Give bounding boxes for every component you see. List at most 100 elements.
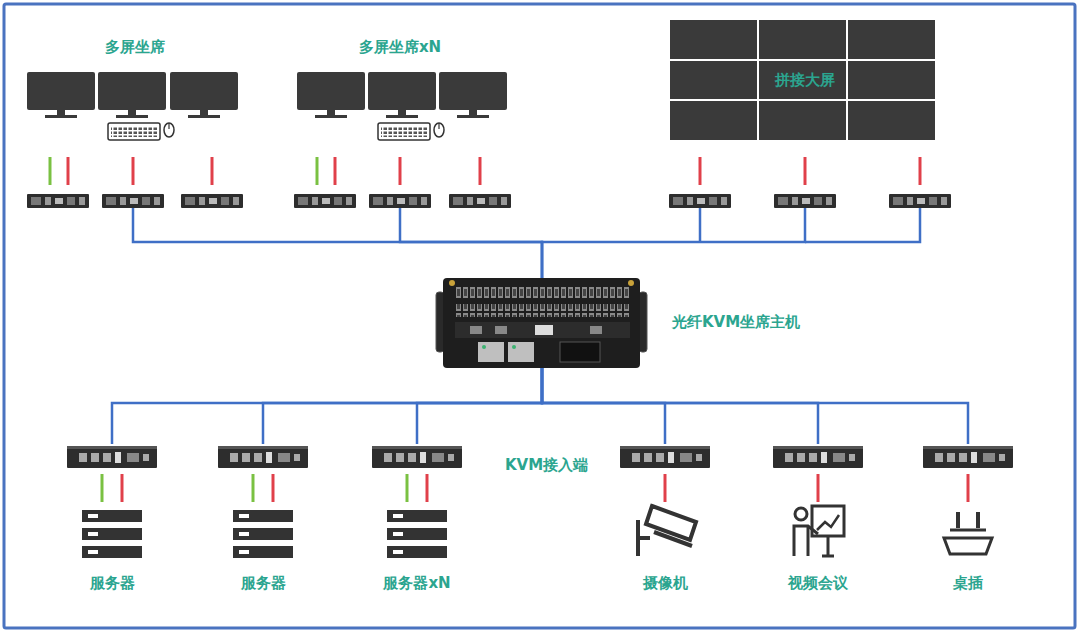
- fiber-port-row: [455, 286, 630, 299]
- fiber-link: [542, 368, 968, 444]
- server-icon: [82, 510, 142, 558]
- video-cable: [121, 474, 124, 502]
- wall-panel: [759, 20, 846, 59]
- kvm-receiver: [102, 194, 164, 208]
- power-supply: [508, 342, 534, 362]
- kvm-transmitter: [620, 446, 710, 468]
- kvm-receiver: [27, 194, 89, 208]
- fiber-link: [542, 368, 665, 444]
- camera-arm: [638, 536, 650, 540]
- fiber-port-row: [455, 304, 630, 317]
- monitor-icon: [98, 72, 166, 118]
- board-stand: [822, 536, 834, 556]
- chassis-screw: [628, 280, 634, 286]
- video-cable: [426, 474, 429, 502]
- video-cable: [272, 474, 275, 502]
- camera-body: [646, 506, 696, 540]
- node-label: 多屏坐席: [20, 38, 250, 56]
- video-cable: [967, 474, 970, 502]
- control-strip: [455, 322, 630, 338]
- conference-endpoint: 视频会议: [753, 444, 883, 596]
- video-cable: [699, 157, 702, 185]
- kvm-transmitter: [372, 446, 462, 468]
- monitor-icon: [297, 72, 365, 118]
- chassis-screw: [449, 280, 455, 286]
- video-cable: [132, 157, 135, 185]
- board-chart: [817, 515, 839, 530]
- kvm-transmitter: [218, 446, 308, 468]
- monitor-icon: [170, 72, 238, 118]
- keyboard-icon: [108, 123, 160, 140]
- wall-panel: [670, 61, 757, 99]
- seat-group: 多屏坐席: [20, 36, 250, 208]
- video-cable: [479, 157, 482, 185]
- node-label: 光纤KVM坐席主机: [672, 313, 816, 331]
- video-cable: [211, 157, 214, 185]
- power-led: [512, 345, 516, 349]
- usb-cable: [406, 474, 409, 502]
- node-label: 多屏坐席xN: [285, 38, 515, 56]
- kvm-transmitter: [773, 446, 863, 468]
- fiber-link: [133, 208, 542, 278]
- fiber-link: [112, 368, 542, 444]
- chassis-body: [443, 278, 640, 368]
- kvm-receiver: [294, 194, 356, 208]
- video-cable: [919, 157, 922, 185]
- socket-endpoint: 桌插: [903, 444, 1033, 596]
- monitor-icon: [368, 72, 436, 118]
- wall-panel: [670, 20, 757, 59]
- fiber-link: [417, 368, 542, 444]
- presenter-body: [794, 526, 818, 556]
- video-cable: [67, 157, 70, 185]
- socket-plate: [950, 529, 986, 532]
- node-label: 摄像机: [600, 574, 730, 592]
- presentation-board: [812, 506, 844, 536]
- kvm-receiver: [889, 194, 951, 208]
- video-wall: 拼接大屏: [665, 16, 945, 208]
- monitor-icon: [27, 72, 95, 118]
- control-port: [590, 326, 602, 334]
- node-label: 视频会议: [753, 574, 883, 592]
- seat-group: 多屏坐席xN: [285, 36, 515, 208]
- keyboard-icon: [378, 123, 430, 140]
- fiber-link: [542, 368, 818, 444]
- fan-module: [560, 342, 600, 362]
- video-cable: [334, 157, 337, 185]
- usb-cable: [49, 157, 52, 185]
- usb-cable: [252, 474, 255, 502]
- chassis-handle: [436, 292, 444, 352]
- socket-prong: [958, 512, 978, 528]
- camera-shade: [654, 532, 692, 546]
- video-cable: [664, 474, 667, 502]
- video-cable: [817, 474, 820, 502]
- wall-panel: [848, 101, 935, 140]
- kvm-receiver: [669, 194, 731, 208]
- socket-body: [944, 538, 992, 554]
- server-endpoint: 服务器xN: [352, 444, 482, 596]
- presenter-head: [795, 508, 807, 520]
- kvm-transmitter: [923, 446, 1013, 468]
- monitor-icon: [439, 72, 507, 118]
- power-led: [482, 345, 486, 349]
- server-endpoint: 服务器: [47, 444, 177, 596]
- kvm-host: 光纤KVM坐席主机: [436, 278, 816, 368]
- power-supply: [478, 342, 504, 362]
- chassis-handle: [639, 292, 647, 352]
- wall-panel: [848, 61, 935, 99]
- kvm-receiver: [449, 194, 511, 208]
- kvm-receiver: [181, 194, 243, 208]
- control-port: [535, 325, 553, 335]
- fiber-wire: [699, 208, 702, 242]
- fiber-link: [542, 208, 805, 278]
- kvm-transmitter: [67, 446, 157, 468]
- node-label: 服务器: [198, 574, 328, 592]
- camera-endpoint: 摄像机: [600, 444, 730, 596]
- node-label: 拼接大屏: [665, 71, 945, 89]
- wall-panel: [759, 101, 846, 140]
- wall-panel: [670, 101, 757, 140]
- node-label: 桌插: [903, 574, 1033, 592]
- mouse-icon: [164, 123, 174, 137]
- control-port: [470, 326, 482, 334]
- node-label: 服务器xN: [352, 574, 482, 592]
- wall-panel: [848, 20, 935, 59]
